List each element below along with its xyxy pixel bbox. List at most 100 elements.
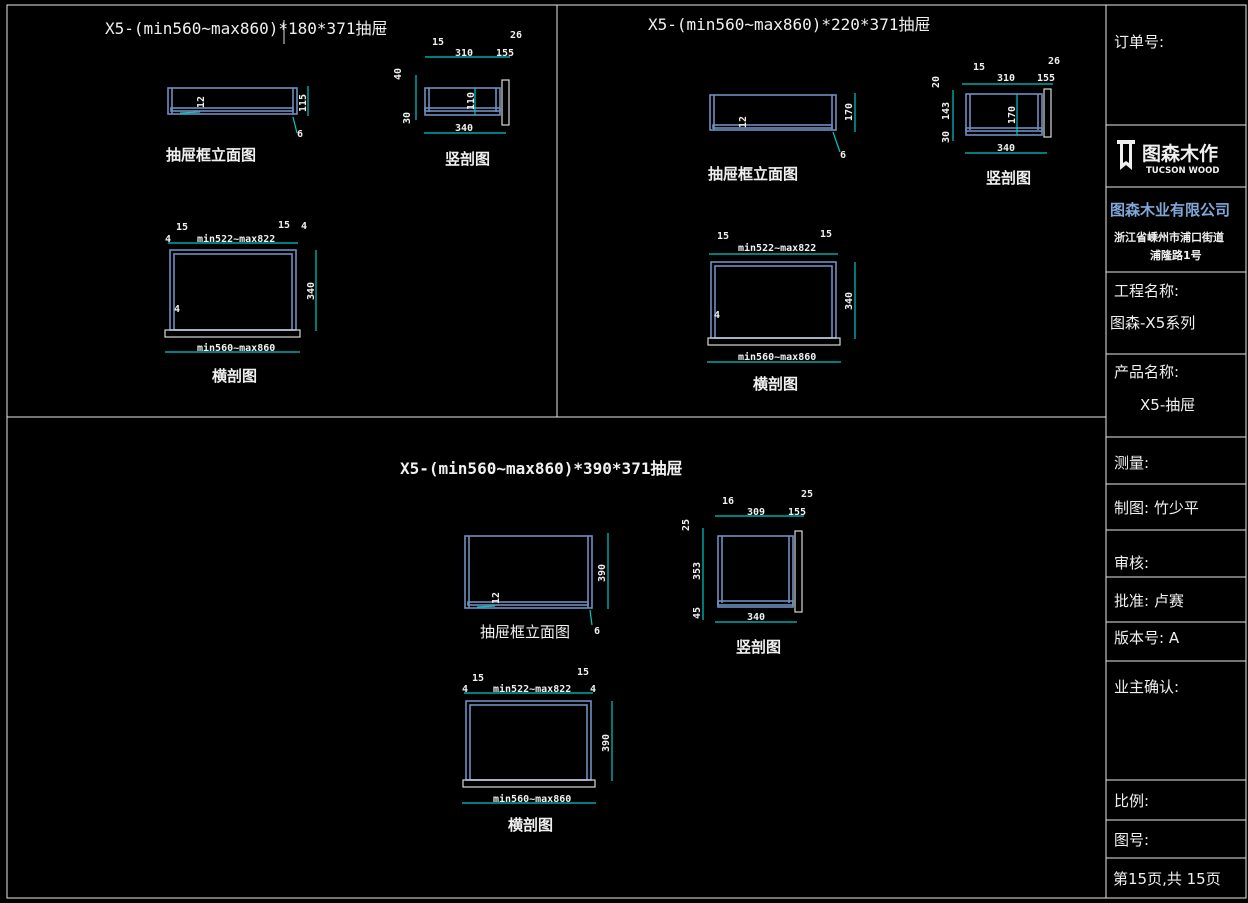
dim-depth: 390: [601, 734, 612, 752]
owner-confirm-field: 业主确认:: [1114, 678, 1179, 696]
dim-outer-width: min560~max860: [738, 351, 816, 363]
section-view: 16 309 155 25 25 353 45 340 竖剖图: [681, 489, 813, 656]
view-label: 竖剖图: [986, 169, 1031, 187]
panel-390: X5-(min560~max860)*390*371抽屉 12 390 6 抽屉…: [400, 459, 813, 834]
order-number-label: 订单号:: [1114, 33, 1164, 51]
dim-inner-width: min522~max822: [197, 233, 275, 245]
product-name-value: X5-抽屉: [1140, 396, 1195, 414]
dim-top: 40: [393, 68, 404, 80]
drawing-frame: [6, 4, 1247, 899]
view-label: 抽屉框立面图: [480, 623, 570, 641]
dim-d: 26: [510, 30, 522, 41]
dim-mid: 353: [692, 562, 703, 580]
view-label: 抽屉框立面图: [708, 165, 798, 183]
dim-c: 155: [788, 507, 806, 518]
title-block: 订单号: 图森木作 TUCSON WOOD 图森木业有限公司 浙江省嵊州市浦口街…: [1106, 33, 1246, 888]
panel-220: X5-(min560~max860)*220*371抽屉 12 170 6 抽屉…: [648, 15, 1060, 393]
dim-height: 170: [844, 103, 855, 121]
panel-title: X5-(min560~max860)*180*371抽屉: [105, 19, 387, 38]
dim-mid: 143: [941, 102, 952, 120]
version-field: 版本号: A: [1114, 629, 1180, 647]
dim-depth: 340: [306, 282, 317, 300]
dim-right-15: 15: [820, 229, 832, 240]
address-line-1: 浙江省嵊州市浦口街道: [1114, 230, 1224, 244]
review-field: 审核:: [1114, 554, 1149, 572]
elevation-view: 12 390 6 抽屉框立面图: [464, 533, 609, 641]
project-name-value: 图森-X5系列: [1110, 314, 1195, 332]
panel-title: X5-(min560~max860)*390*371抽屉: [400, 459, 682, 478]
dim-gap: 6: [840, 150, 846, 161]
scale-field: 比例:: [1114, 792, 1149, 810]
dim-left-4: 4: [165, 234, 171, 245]
dim-gap: 6: [297, 129, 303, 140]
dim-right-4: 4: [301, 221, 307, 232]
view-label: 竖剖图: [445, 150, 490, 168]
view-label: 竖剖图: [736, 638, 781, 656]
dim-a: 15: [973, 62, 985, 73]
dim-top: 20: [931, 76, 942, 88]
dim-c: 155: [496, 48, 514, 59]
measure-field: 测量:: [1114, 454, 1149, 472]
dim-width: 340: [997, 143, 1015, 154]
dim-left-15: 15: [717, 231, 729, 242]
dim-right-15: 15: [577, 667, 589, 678]
dim-inner-width: min522~max822: [493, 683, 571, 695]
dim-b: 310: [997, 73, 1015, 84]
logo-subtext: TUCSON WOOD: [1146, 166, 1219, 176]
dim-c: 155: [1037, 73, 1055, 84]
dim-bottom: 12: [196, 96, 207, 108]
dim-bottom: 12: [738, 116, 749, 128]
dim-bottom: 12: [491, 592, 502, 604]
dim-a: 15: [432, 37, 444, 48]
view-label: 横剖图: [753, 375, 798, 393]
dim-bottom-4: 4: [714, 310, 720, 321]
dim-top: 25: [681, 519, 692, 531]
dim-gap: 6: [594, 626, 600, 637]
panel-180: X5-(min560~max860)*180*371抽屉 12 115 6 抽屉…: [105, 19, 522, 385]
drawn-by-field: 制图: 竹少平: [1114, 499, 1199, 517]
dim-left-15: 15: [472, 673, 484, 684]
dim-height: 115: [298, 94, 309, 112]
section-view: 15 310 155 26 40 30 110 340 竖剖图: [393, 30, 522, 168]
plan-view: 15 15 min522~max822 340 4 min560~max860 …: [707, 229, 856, 393]
panel-title: X5-(min560~max860)*220*371抽屉: [648, 15, 930, 34]
elevation-view: 12 115 6 抽屉框立面图: [166, 86, 309, 164]
dim-right-15: 15: [278, 220, 290, 231]
view-label: 横剖图: [212, 367, 257, 385]
dim-outer-width: min560~max860: [493, 793, 571, 805]
dim-inner: 110: [466, 92, 477, 110]
dim-inner: 170: [1007, 106, 1018, 124]
dim-a: 16: [722, 496, 734, 507]
company-name: 图森木业有限公司: [1110, 201, 1230, 219]
dim-b: 310: [455, 48, 473, 59]
dim-left-15: 15: [176, 222, 188, 233]
plan-view: 15 15 4 4 min522~max822 390 min560~max86…: [462, 667, 613, 834]
drawing-number-field: 图号:: [1114, 831, 1149, 849]
dim-d: 26: [1048, 56, 1060, 67]
dim-b: 309: [747, 507, 765, 518]
page-indicator: 第15页,共 15页: [1113, 870, 1221, 888]
dim-bottom: 30: [941, 131, 952, 143]
plan-view: 15 15 4 4 min522~max822 340 4 min560~max…: [164, 220, 317, 385]
approve-field: 批准: 卢赛: [1114, 592, 1184, 610]
dim-width: 340: [747, 612, 765, 623]
dim-bottom-4: 4: [174, 304, 180, 315]
dim-depth: 340: [844, 292, 855, 310]
tucson-logo: 图森木作 TUCSON WOOD: [1117, 140, 1219, 176]
logo-text: 图森木作: [1142, 142, 1218, 165]
product-name-label: 产品名称:: [1114, 363, 1179, 381]
dim-bottom: 30: [402, 112, 413, 124]
dim-height: 390: [597, 564, 608, 582]
dim-d: 25: [801, 489, 813, 500]
dim-right-4: 4: [590, 684, 596, 695]
address-line-2: 浦隆路1号: [1150, 248, 1202, 262]
dim-left-4: 4: [462, 684, 468, 695]
dim-bottom: 45: [692, 607, 703, 619]
section-view: 15 310 155 26 20 143 30 170 340 竖剖图: [931, 56, 1060, 187]
dim-width: 340: [455, 123, 473, 134]
dim-inner-width: min522~max822: [738, 242, 816, 254]
elevation-view: 12 170 6 抽屉框立面图: [708, 93, 856, 183]
project-name-label: 工程名称:: [1114, 282, 1179, 300]
view-label: 抽屉框立面图: [166, 146, 256, 164]
